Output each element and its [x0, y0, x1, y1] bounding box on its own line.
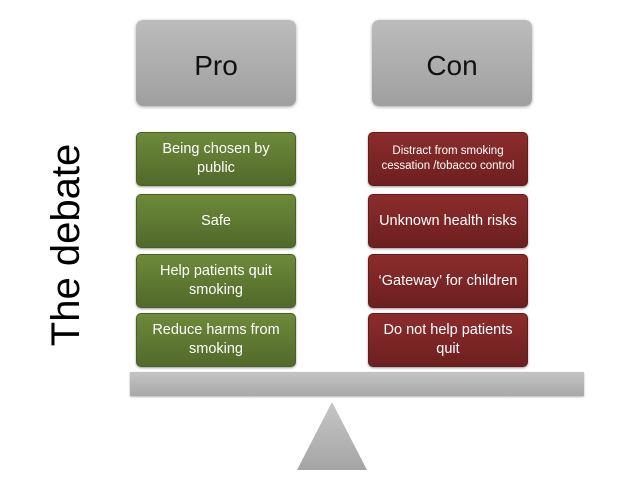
side-title: The debate — [44, 143, 88, 347]
con-header: Con — [372, 20, 532, 106]
con-item-distract: Distract from smoking cessation /tobacco… — [368, 132, 528, 186]
pro-item-safe: Safe — [136, 194, 296, 248]
con-item-not-help: Do not help patients quit — [368, 313, 528, 367]
fulcrum-triangle — [297, 402, 367, 470]
pro-header: Pro — [136, 20, 296, 106]
con-item-unknown-risks: Unknown health risks — [368, 194, 528, 248]
pro-item-help-quit: Help patients quit smoking — [136, 254, 296, 308]
pro-item-reduce-harms: Reduce harms from smoking — [136, 313, 296, 367]
con-item-gateway: ‘Gateway’ for children — [368, 254, 528, 308]
balance-beam — [130, 372, 584, 396]
pro-item-being-chosen: Being chosen by public — [136, 132, 296, 186]
